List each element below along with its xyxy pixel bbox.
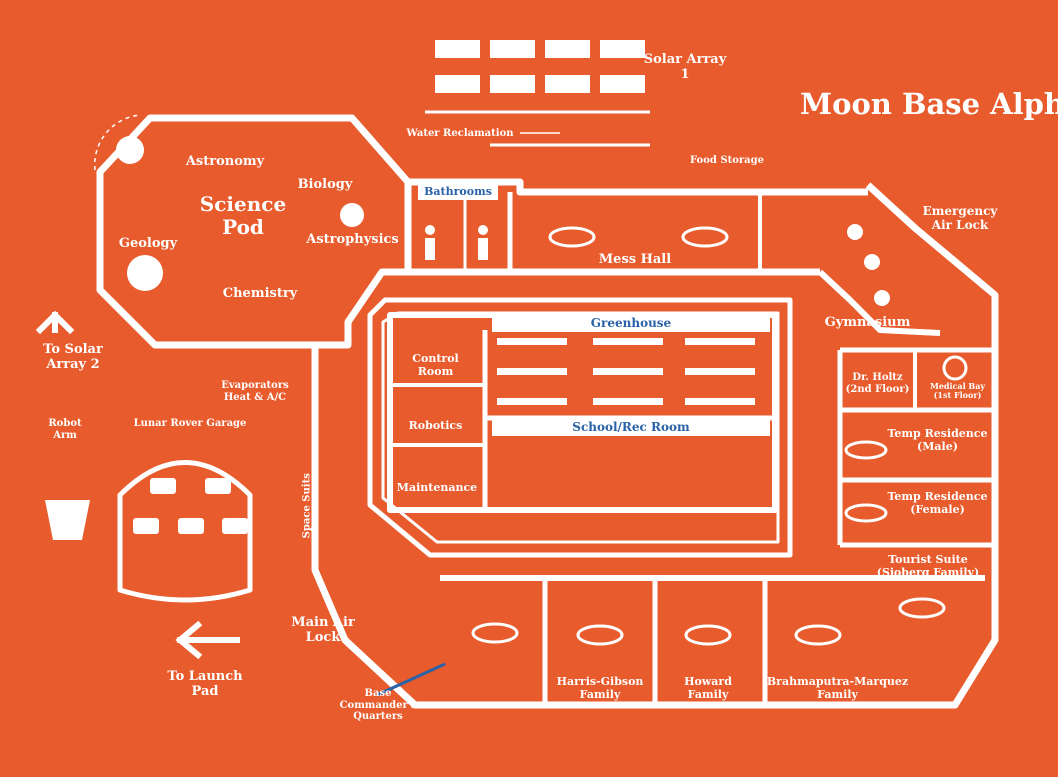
arrow-icon — [35, 310, 75, 335]
label-science-pod: Science Pod — [199, 192, 287, 239]
label-harris-gibson-family: Harris-Gibson Family — [556, 675, 644, 701]
east-wing-wall — [700, 182, 999, 709]
label-food-storage: Food Storage — [690, 155, 764, 166]
label-dr-holtz: Dr. Holtz (2nd Floor) — [845, 372, 910, 395]
inner-ring-2 — [381, 311, 780, 544]
label-chemistry: Chemistry — [222, 286, 298, 301]
label-to-solar-array-2: To Solar Array 2 — [43, 342, 103, 372]
label-temp-residence-male: Temp Residence (Male) — [887, 427, 988, 453]
label-evaporators: Evaporators Heat & A/C — [221, 380, 289, 403]
label-geology: Geology — [118, 236, 178, 251]
label-mess-hall: Mess Hall — [598, 252, 672, 267]
label-greenhouse: Greenhouse — [492, 316, 770, 332]
label-solar-array-1: Solar Array 1 — [643, 52, 727, 82]
label-gymnasium: Gymnasium — [824, 315, 911, 330]
greenhouse-block — [387, 312, 778, 513]
label-robot-arm: Robot Arm — [48, 418, 82, 441]
plant-tray-icon — [497, 338, 755, 405]
label-medical-bay: Medical Bay (1st Floor) — [929, 381, 986, 401]
solar-array — [425, 40, 650, 114]
label-lunar-rover-garage: Lunar Rover Garage — [133, 418, 247, 429]
rover-icon — [150, 478, 176, 494]
science-pod-wall — [96, 114, 412, 349]
map-title: Moon Base Alpha — [800, 87, 1058, 121]
toilet-figure-icon — [425, 225, 435, 235]
label-to-launch-pad: To Launch Pad — [167, 669, 243, 699]
commander-pointer — [376, 662, 446, 697]
label-temp-residence-female: Temp Residence (Female) — [887, 490, 988, 516]
label-brahmaputra-marquez-family: Brahmaputra-Marquez Family — [766, 675, 909, 701]
east-inner-wall — [817, 269, 941, 336]
rover-garage — [117, 460, 253, 603]
label-astronomy: Astronomy — [185, 154, 265, 169]
north-corridor-wall — [408, 178, 868, 196]
south-wall — [311, 345, 700, 709]
label-main-air-lock: Main Air Lock — [291, 615, 355, 645]
medical-cross-icon — [942, 355, 968, 381]
label-control-room: Control Room — [412, 352, 459, 378]
label-water-reclamation: Water Reclamation — [406, 128, 514, 139]
label-base-commanders-quarters: Base Commander's Quarters — [339, 688, 417, 722]
label-space-suits: Space Suits — [301, 473, 313, 539]
label-howard-family: Howard Family — [684, 675, 732, 701]
telescope-arc — [93, 114, 141, 171]
label-biology: Biology — [297, 177, 353, 192]
label-school-rec-room: School/Rec Room — [492, 420, 770, 436]
table-icon — [548, 226, 596, 248]
label-maintenance: Maintenance — [396, 481, 478, 494]
label-emergency-air-lock: Emergency Air Lock — [922, 204, 998, 232]
robot-arm-icon — [45, 500, 90, 540]
exercise-bike-icon — [847, 224, 863, 240]
label-tourist-suite: Tourist Suite (Sjoberg Family) — [876, 553, 980, 579]
geology-drum-icon — [127, 255, 163, 291]
label-robotics: Robotics — [408, 419, 463, 432]
inner-ring — [367, 297, 793, 558]
globe-icon — [340, 203, 364, 227]
label-astrophysics: Astrophysics — [306, 232, 399, 247]
telescope-icon — [116, 136, 144, 164]
label-bathrooms: Bathrooms — [418, 185, 498, 200]
